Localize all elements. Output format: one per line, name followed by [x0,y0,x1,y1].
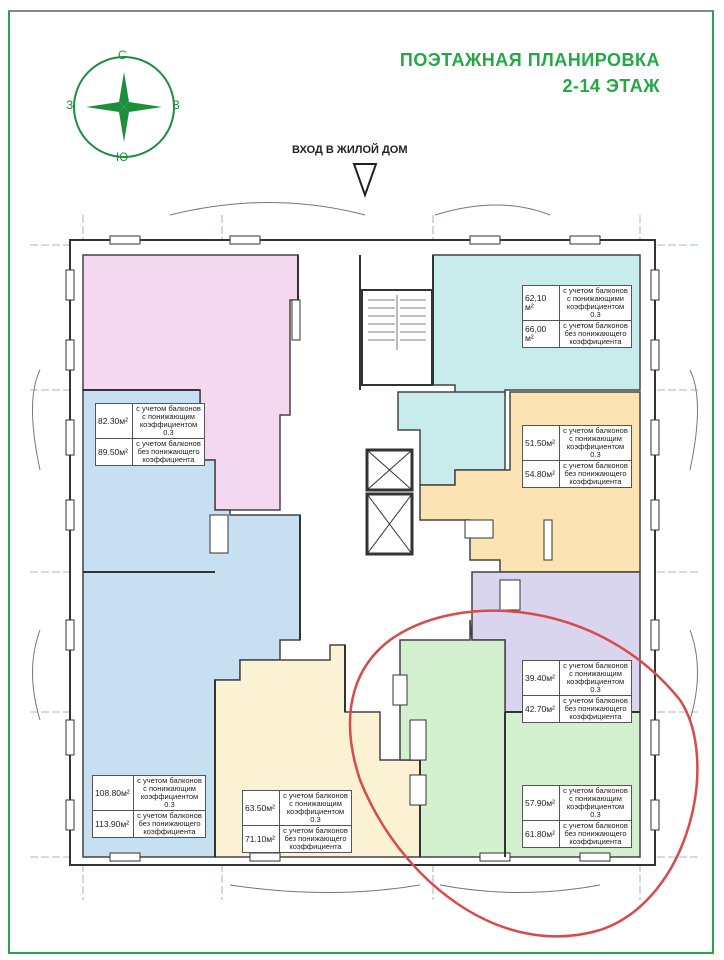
balconies [32,202,698,893]
windows [65,235,660,862]
area-without-label: с учетом балконов без понижающего коэффи… [137,811,202,836]
stairwell [361,289,433,386]
area-with-label: с учетом балконов с понижающим коэффицие… [563,426,628,459]
page-frame [8,10,714,954]
area-without-balcony: 89.50м² [96,439,133,465]
compass-icon [73,56,175,158]
area-with-balcony: 63.50м² [243,791,280,825]
area-with-balcony: 39.40м² [523,661,560,695]
area-with-label: с учетом балконов с понижающим коэффицие… [563,786,628,819]
area-without-balcony: 71.10м² [243,826,280,852]
elevator-1 [365,448,414,492]
entrance-arrow-icon [352,163,378,198]
compass-east-label: В [172,98,181,112]
elevator-2 [365,492,414,556]
area-with-balcony: 62,10 м² [523,286,560,320]
compass-south-label: Ю [116,150,129,164]
area-with-balcony: 82.30м² [96,404,133,438]
bathroom-fixtures [209,299,553,806]
entrance-label: ВХОД В ЖИЛОЙ ДОМ [292,144,408,156]
area-without-label: с учетом балконов без понижающего коэффи… [563,821,628,846]
area-with-label: с учетом балконов с понижающим коэффицие… [283,791,348,824]
area-without-label: с учетом балконов без понижающего коэффи… [563,321,628,346]
area-without-label: с учетом балконов без понижающего коэффи… [563,461,628,486]
area-without-balcony: 61.80м² [523,821,560,847]
area-without-label: с учетом балконов без понижающего коэффи… [136,439,201,464]
area-with-balcony: 108.80м² [93,776,134,810]
highlight-circle [348,609,699,938]
compass-north-label: С [118,48,127,62]
area-without-label: с учетом балконов без понижающего коэффи… [283,826,348,851]
page-title: ПОЭТАЖНАЯ ПЛАНИРОВКА [399,50,660,70]
area-with-label: с учетом балконов с понижающим коэффицие… [137,776,202,809]
area-with-label: с учетом балконов с понижающим коэффицие… [563,661,628,694]
area-with-label: с учетом балконов с понижающими коэффици… [563,286,628,319]
area-without-balcony: 42.70м² [523,696,560,722]
area-with-balcony: 57.90м² [523,786,560,820]
area-with-label: с учетом балконов с понижающим коэффицие… [136,404,201,437]
area-with-balcony: 51.50м² [523,426,560,460]
compass-west-label: З [66,98,74,112]
area-without-balcony: 66,00 м² [523,321,560,347]
area-without-balcony: 113.90м² [93,811,134,837]
floor-range: 2-14 ЭТАЖ [562,76,660,96]
area-without-balcony: 54.80м² [523,461,560,487]
area-without-label: с учетом балконов без понижающего коэффи… [563,696,628,721]
